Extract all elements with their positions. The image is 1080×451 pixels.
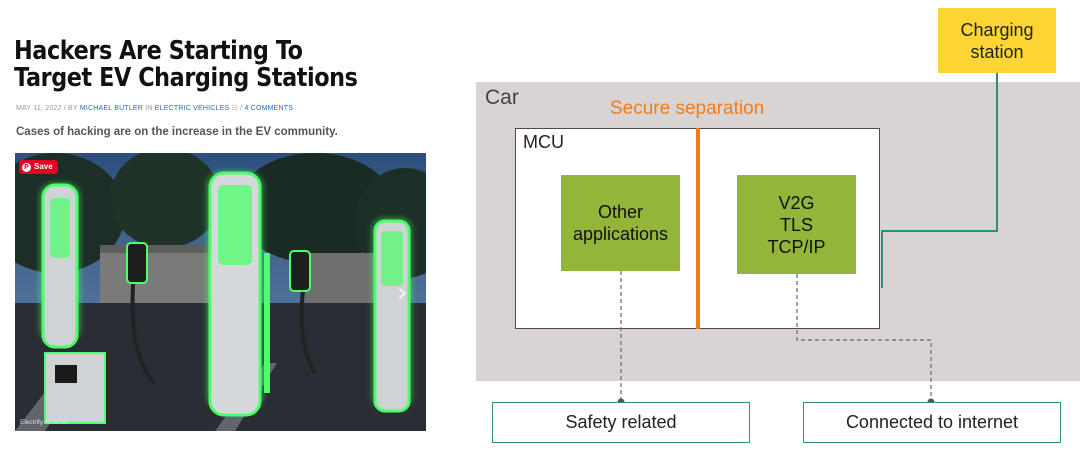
rss-icon[interactable]: ☷ bbox=[231, 105, 238, 112]
article-title: Hackers Are Starting To Target EV Chargi… bbox=[14, 36, 358, 93]
other-apps-line-2: applications bbox=[572, 224, 669, 244]
tcpip-line: TCP/IP bbox=[767, 236, 826, 257]
comments-link[interactable]: 4 COMMENTS bbox=[244, 105, 294, 112]
mcu-label: MCU bbox=[523, 132, 564, 152]
safety-related-box: Safety related bbox=[492, 402, 750, 443]
secure-separation-label: Secure separation bbox=[610, 98, 765, 119]
photo-caption: Electrify America bbox=[20, 419, 69, 426]
article-meta: MAY 11, 2022 / BY MICHAEL BUTLER IN ELEC… bbox=[16, 104, 293, 112]
article-lede: Cases of hacking are on the increase in … bbox=[16, 126, 338, 138]
meta-in: IN bbox=[145, 105, 153, 112]
car-label: Car bbox=[485, 86, 519, 109]
v2g-line: V2G bbox=[778, 192, 815, 213]
save-label: Save bbox=[34, 162, 53, 171]
secure-separation-line bbox=[696, 128, 700, 329]
ev-chargers-image bbox=[15, 153, 426, 431]
connected-to-internet-box: Connected to internet bbox=[803, 402, 1061, 443]
internet-label: Connected to internet bbox=[845, 412, 1019, 432]
charging-station-block: Charging station bbox=[938, 8, 1056, 73]
charging-line-1: Charging bbox=[960, 19, 1034, 40]
v2g-stack-block: V2G TLS TCP/IP bbox=[737, 175, 856, 274]
charging-line-2: station bbox=[970, 41, 1024, 62]
author-link[interactable]: MICHAEL BUTLER bbox=[79, 105, 144, 112]
other-apps-line-1: Other bbox=[597, 202, 644, 222]
article-photo bbox=[15, 153, 426, 431]
chevron-right-icon[interactable]: › bbox=[397, 278, 408, 308]
meta-separator: / bbox=[240, 105, 243, 112]
meta-date: MAY 11, 2022 / BY bbox=[16, 105, 78, 112]
category-link[interactable]: ELECTRIC VEHICLES bbox=[154, 105, 230, 112]
safety-label: Safety related bbox=[565, 412, 677, 432]
pinterest-icon: P bbox=[22, 162, 31, 172]
other-applications-block: Other applications bbox=[561, 175, 680, 271]
pinterest-save-button[interactable]: P Save bbox=[19, 160, 58, 174]
tls-line: TLS bbox=[779, 214, 813, 235]
